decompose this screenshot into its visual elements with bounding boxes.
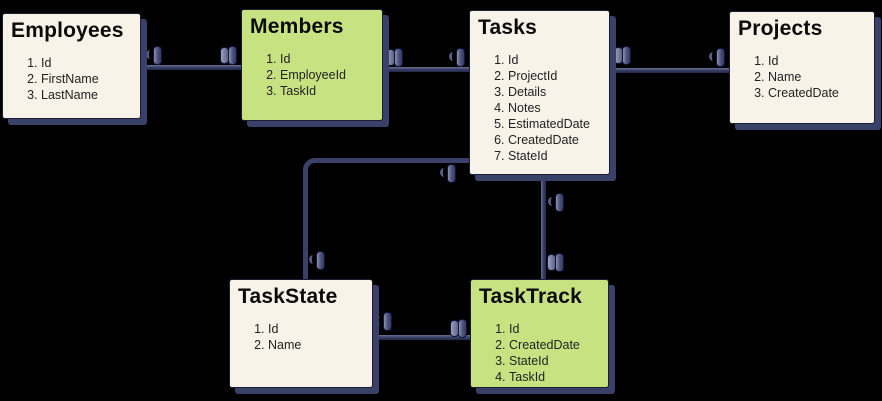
- attribute-item: Name: [268, 338, 364, 353]
- attribute-item: CreatedDate: [508, 133, 601, 148]
- attribute-item: LastName: [41, 88, 132, 103]
- cardinality-one-icon: [440, 163, 457, 183]
- cardinality-one-icon: [449, 47, 466, 67]
- attribute-list: IdCreatedDateStateIdTaskId: [479, 322, 600, 385]
- relationship-line-employees-members[interactable]: [141, 65, 241, 70]
- relationship-line-tasks-tasktrack[interactable]: [541, 175, 546, 279]
- entity-projects[interactable]: Projects IdNameCreatedDate: [729, 11, 875, 124]
- relationship-line-tasks-taskstate[interactable]: [303, 158, 469, 279]
- attribute-item: EstimatedDate: [508, 117, 601, 132]
- cardinality-one-icon: [309, 250, 326, 270]
- relationship-line-members-tasks[interactable]: [383, 67, 469, 72]
- entity-employees[interactable]: Employees IdFirstNameLastName: [2, 13, 141, 119]
- attribute-item: TaskId: [280, 84, 374, 99]
- attribute-item: CreatedDate: [509, 338, 600, 353]
- attribute-item: Id: [768, 54, 866, 69]
- cardinality-many-icon: [219, 45, 237, 65]
- attribute-list: IdName: [238, 322, 364, 353]
- attribute-list: IdFirstNameLastName: [11, 56, 132, 103]
- attribute-item: EmployeeId: [280, 68, 374, 83]
- attribute-item: Name: [768, 70, 866, 85]
- cardinality-many-icon: [385, 47, 403, 67]
- cardinality-many-icon: [546, 252, 564, 272]
- cardinality-one-icon: [709, 47, 726, 67]
- attribute-item: Id: [41, 56, 132, 71]
- attribute-item: FirstName: [41, 72, 132, 87]
- cardinality-many-icon: [449, 318, 467, 338]
- cardinality-many-icon: [613, 45, 631, 65]
- attribute-item: Id: [280, 52, 374, 67]
- cardinality-one-icon: [376, 311, 393, 331]
- attribute-list: IdEmployeeIdTaskId: [250, 52, 374, 99]
- entity-tasktrack[interactable]: TaskTrack IdCreatedDateStateIdTaskId: [470, 279, 609, 388]
- entity-title: Members: [250, 15, 344, 38]
- attribute-item: Id: [508, 53, 601, 68]
- attribute-item: Notes: [508, 101, 601, 116]
- attribute-item: CreatedDate: [768, 86, 866, 101]
- entity-title: TaskTrack: [479, 285, 582, 308]
- attribute-list: IdNameCreatedDate: [738, 54, 866, 101]
- cardinality-one-icon: [146, 45, 163, 65]
- entity-title: Employees: [11, 19, 124, 42]
- cardinality-one-icon: [548, 192, 565, 212]
- relationship-line-taskstate-tasktrack[interactable]: [373, 335, 470, 340]
- attribute-item: Id: [509, 322, 600, 337]
- attribute-item: ProjectId: [508, 69, 601, 84]
- attribute-item: Details: [508, 85, 601, 100]
- entity-title: Tasks: [478, 16, 537, 39]
- entity-tasks[interactable]: Tasks IdProjectIdDetailsNotesEstimatedDa…: [469, 10, 610, 175]
- attribute-item: Id: [268, 322, 364, 337]
- attribute-item: StateId: [509, 354, 600, 369]
- attribute-item: TaskId: [509, 370, 600, 385]
- entity-title: TaskState: [238, 285, 338, 308]
- relationship-line-tasks-projects[interactable]: [610, 68, 729, 73]
- entity-title: Projects: [738, 17, 823, 40]
- entity-members[interactable]: Members IdEmployeeIdTaskId: [241, 9, 383, 121]
- attribute-item: StateId: [508, 149, 601, 164]
- entity-taskstate[interactable]: TaskState IdName: [229, 279, 373, 388]
- attribute-list: IdProjectIdDetailsNotesEstimatedDateCrea…: [478, 53, 601, 164]
